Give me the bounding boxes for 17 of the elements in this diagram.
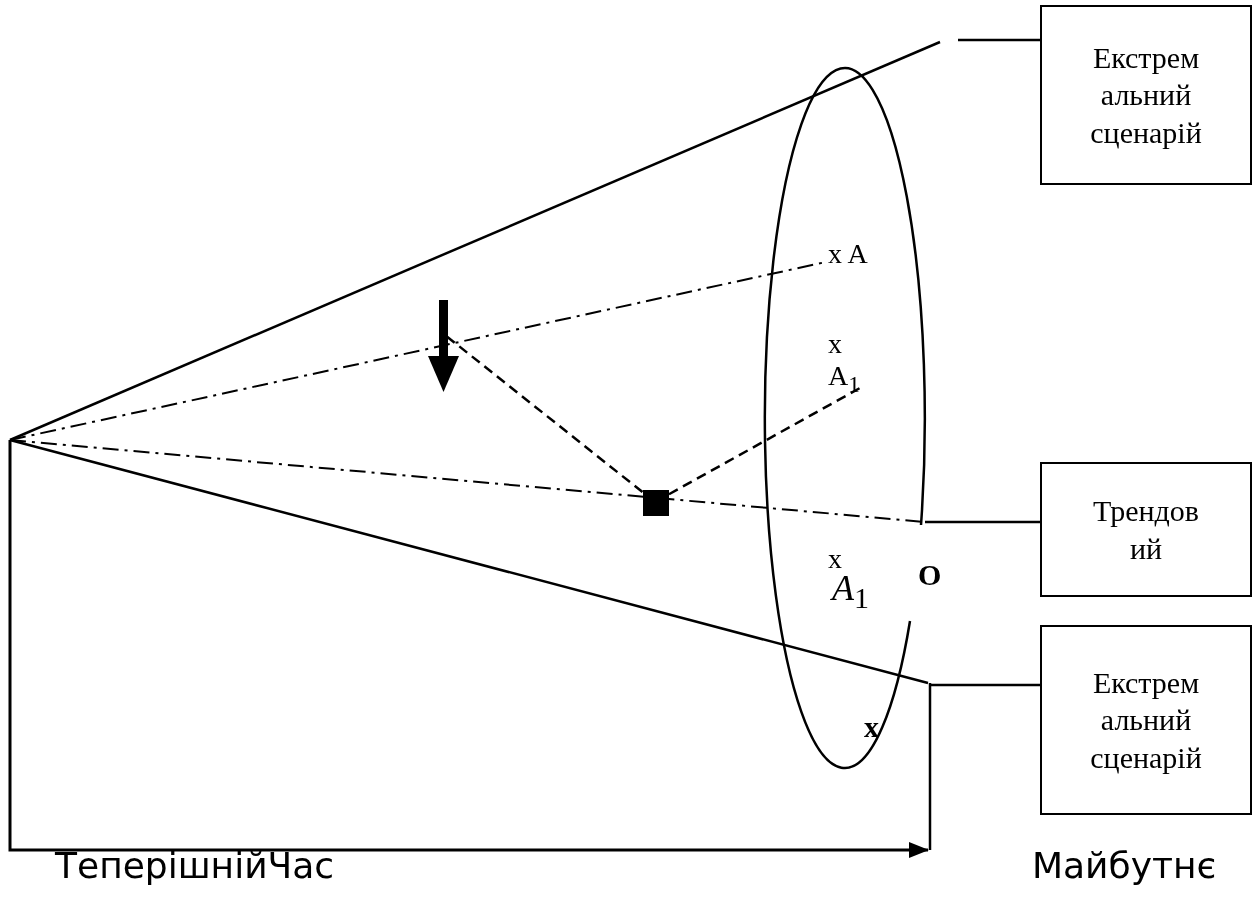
scenario-name: Екстремальний сценарій [1090, 664, 1202, 776]
scenario-box [1040, 625, 1252, 815]
scenario-name: Трендовий [1092, 493, 1200, 567]
point-label: x [828, 545, 842, 573]
point-label: O [918, 560, 942, 590]
leader-line [925, 520, 1040, 524]
leader-line [930, 683, 1040, 687]
point-label: Майбутнє [1032, 848, 1217, 884]
point-label: A$_{1}$ [832, 570, 869, 614]
point-label: x [828, 330, 842, 358]
scenario-name: Екстремальний сценарій [1090, 39, 1202, 151]
point-label: x [864, 712, 879, 742]
point-label: ТеперішнійЧас [55, 848, 335, 884]
scenario-box [1040, 462, 1252, 597]
point-label: x A [828, 240, 868, 268]
scenario-box [1040, 5, 1252, 185]
leader-line [958, 38, 1040, 42]
